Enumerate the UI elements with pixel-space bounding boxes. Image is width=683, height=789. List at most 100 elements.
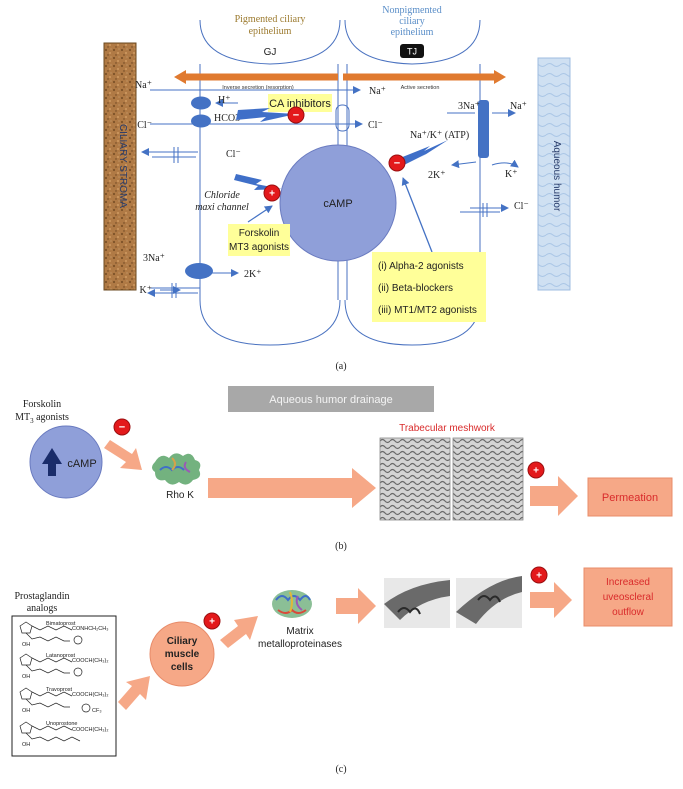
oh-label-3: OH xyxy=(22,708,30,714)
em-plus-badge xyxy=(530,566,548,584)
mmp-protein-icon xyxy=(272,590,312,618)
na-k-atpase-rect xyxy=(478,100,489,158)
chloride-plus-sign: + xyxy=(269,189,275,200)
camp-label: cAMP xyxy=(323,198,352,210)
tm-image-1 xyxy=(379,437,451,521)
pigmented-label-2: epithelium xyxy=(249,26,292,37)
ciliary-label-2: muscle xyxy=(165,649,200,660)
permeation-box xyxy=(587,477,673,517)
tj-label: TJ xyxy=(407,47,417,57)
drainage-banner xyxy=(228,386,434,412)
chloride-label-1: Chloride xyxy=(204,190,240,201)
agonist-minus-sign: − xyxy=(394,158,400,170)
tm-image-2 xyxy=(452,437,524,521)
h-plus-label: H⁺ xyxy=(218,95,231,106)
two-k-bottom-label: 2K⁺ xyxy=(244,269,262,280)
agonist-item-1: (i) Alpha-2 agonists xyxy=(378,261,464,272)
inverse-secretion-arrow xyxy=(174,70,338,84)
ciliary-stroma-block xyxy=(103,42,137,291)
chloride-lightning-bolt xyxy=(234,174,282,190)
camp-minus-badge xyxy=(113,418,131,436)
active-secretion-label: Active secretion xyxy=(401,85,440,91)
permeation-label: Permeation xyxy=(602,492,658,504)
two-k-right-label: 2K⁺ xyxy=(428,170,446,181)
caption-b: (b) xyxy=(335,541,347,552)
na-right-label: Na⁺ xyxy=(510,101,527,112)
uveoscleral-em-image-1 xyxy=(384,578,450,628)
stroma-label: CILIARY STROMA xyxy=(117,124,128,208)
camp-minus-sign: − xyxy=(119,422,125,434)
tm-plus-sign: + xyxy=(533,466,539,477)
inverse-secretion-label: Inverse secretion (resorption) xyxy=(222,85,294,91)
drainage-label: Aqueous humor drainage xyxy=(269,394,393,406)
na-mid-label: Na⁺ xyxy=(369,86,386,97)
cooch-label-1: COOCH(CH₃)₂ xyxy=(72,658,108,664)
chloride-label-2: maxi channel xyxy=(195,202,249,213)
mmp-to-em-arrow xyxy=(336,588,376,624)
em-to-outflow-arrow xyxy=(530,582,572,618)
nonpigmented-cell-top xyxy=(344,19,481,65)
hco3-label: HCO3⁻ xyxy=(214,113,245,124)
pigmented-label-1: Pigmented ciliary xyxy=(235,14,306,25)
tm-plus-badge xyxy=(527,461,545,479)
camp-b-label: cAMP xyxy=(67,458,96,470)
molecular-structures xyxy=(19,621,91,742)
ciliary-plus-badge xyxy=(203,612,221,630)
agonists-box xyxy=(372,252,486,322)
transport-lines xyxy=(141,86,519,298)
trabecular-label: Trabecular meshwork xyxy=(399,423,496,434)
prostaglandin-label-2: analogs xyxy=(27,603,58,614)
outflow-box xyxy=(583,567,673,627)
prostaglandin-label-1: Prostaglandin xyxy=(15,591,70,602)
outflow-label-2: uveoscleral xyxy=(603,592,654,603)
ciliary-label-1: Ciliary xyxy=(167,636,198,647)
tm-to-permeation-arrow xyxy=(530,476,578,516)
aqueous-label: Aqueous humor xyxy=(551,141,562,212)
ciliary-to-mmp-arrow xyxy=(220,616,258,648)
forskolin-b-label-1: Forskolin xyxy=(23,399,61,410)
mmp-label-2: metalloproteinases xyxy=(258,639,342,650)
cl-lower-label: Cl⁻ xyxy=(226,149,241,160)
agonist-item-2: (ii) Beta-blockers xyxy=(378,283,453,294)
ciliary-label-3: cells xyxy=(171,662,194,673)
na-k-pump-oval-bottom xyxy=(185,263,213,279)
ca-minus-badge xyxy=(287,106,305,124)
nonpigmented-label-1: Nonpigmented xyxy=(382,5,441,16)
unoprostone-label: Unoprostone xyxy=(46,721,78,727)
cl-right-label: Cl⁻ xyxy=(514,201,529,212)
panel-a: CILIARY STROMA Aqueous humor Pigmented c… xyxy=(103,5,571,372)
exchanger-hco3-oval xyxy=(191,114,211,128)
pigmented-cell-bottom xyxy=(199,299,341,346)
three-na-right-label: 3Na⁺ xyxy=(458,101,480,112)
cell-junction-pore xyxy=(335,104,350,132)
k-right-label: K⁺ xyxy=(505,169,518,180)
panel-c: Prostaglandin analogs Bimatoprost CONHCH… xyxy=(11,566,673,775)
outflow-label-3: outflow xyxy=(612,607,644,618)
cf3-label: CF₃ xyxy=(92,708,102,714)
conhch2ch3-label: CONHCH₂CH₃ xyxy=(72,626,108,632)
caption-c: (c) xyxy=(335,764,346,775)
na-k-atp-label: Na⁺/K⁺ (ATP) xyxy=(410,130,469,141)
nonpigmented-label-3: epithelium xyxy=(391,27,434,38)
camp-to-rhok-arrow xyxy=(104,440,142,470)
k-bottom-label: K⁺ xyxy=(140,285,153,296)
uveoscleral-em-image-2 xyxy=(456,576,522,628)
oh-label-1: OH xyxy=(22,642,30,648)
pg-to-ciliary-arrow xyxy=(118,676,150,710)
rho-k-protein-icon xyxy=(152,453,201,485)
secretion-arrows: Inverse secretion (resorption) Active se… xyxy=(174,70,506,91)
ca-lightning-bolt xyxy=(236,108,296,122)
oh-label-2: OH xyxy=(22,674,30,680)
na-left-label: Na⁺ xyxy=(135,80,152,91)
camp-b-circle xyxy=(29,425,103,499)
bimatoprost-label: Bimatoprost xyxy=(46,621,76,627)
latanoprost-label: Latanoprost xyxy=(46,653,76,659)
cooch-label-3: COOCH(CH₃)₂ xyxy=(72,727,108,733)
camp-up-arrow xyxy=(42,448,62,476)
forskolin-b-label-2: MT3 agonists xyxy=(15,412,69,425)
camp-circle xyxy=(279,144,397,262)
ca-minus-sign: − xyxy=(293,110,299,122)
nonpigmented-label-2: ciliary xyxy=(399,16,425,27)
agonist-item-3: (iii) MT1/MT2 agonists xyxy=(378,305,477,316)
oh-label-4: OH xyxy=(22,742,30,748)
